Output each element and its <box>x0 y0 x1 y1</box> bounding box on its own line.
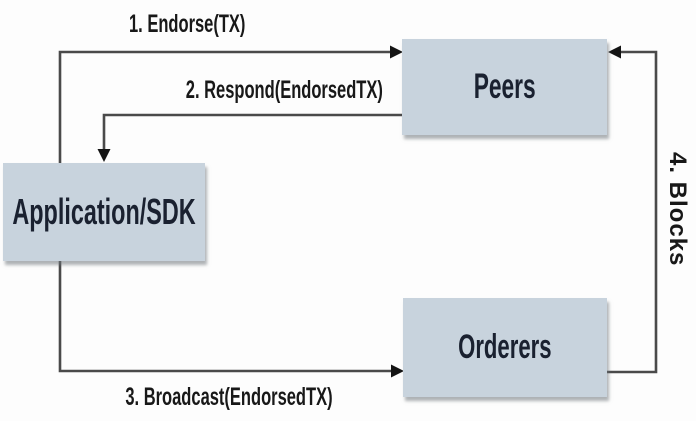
edge-label-blocks: 4. Blocks <box>660 150 694 268</box>
node-application-sdk: Application/SDK <box>3 163 205 261</box>
edge-blocks-line <box>605 50 658 374</box>
edge-endorse-arrowhead-icon <box>390 45 403 59</box>
node-orderers: Orderers <box>403 298 607 397</box>
node-peers: Peers <box>402 39 607 135</box>
edge-respond-arrowhead-icon <box>97 149 111 162</box>
edge-label-broadcast-text: 3. Broadcast(EndorsedTX) <box>125 382 333 411</box>
edge-endorse-line <box>58 50 392 166</box>
edge-label-endorse-text: 1. Endorse(TX) <box>128 9 246 38</box>
edge-broadcast-arrowhead-icon <box>391 364 404 378</box>
edge-label-respond: 2. Respond(EndorsedTX) <box>184 74 384 106</box>
edge-label-blocks-text: 4. Blocks <box>664 151 691 267</box>
node-peers-label: Peers <box>473 67 536 106</box>
edge-label-endorse: 1. Endorse(TX) <box>87 8 287 40</box>
node-orderers-label: Orderers <box>458 328 552 366</box>
edge-blocks-arrowhead-icon <box>608 45 621 59</box>
edge-broadcast-line <box>58 258 393 373</box>
edge-label-respond-text: 2. Respond(EndorsedTX) <box>185 75 383 104</box>
node-application-sdk-label: Application/SDK <box>12 191 196 232</box>
edge-label-broadcast: 3. Broadcast(EndorsedTX) <box>125 381 332 413</box>
edge-respond-line <box>102 113 402 150</box>
